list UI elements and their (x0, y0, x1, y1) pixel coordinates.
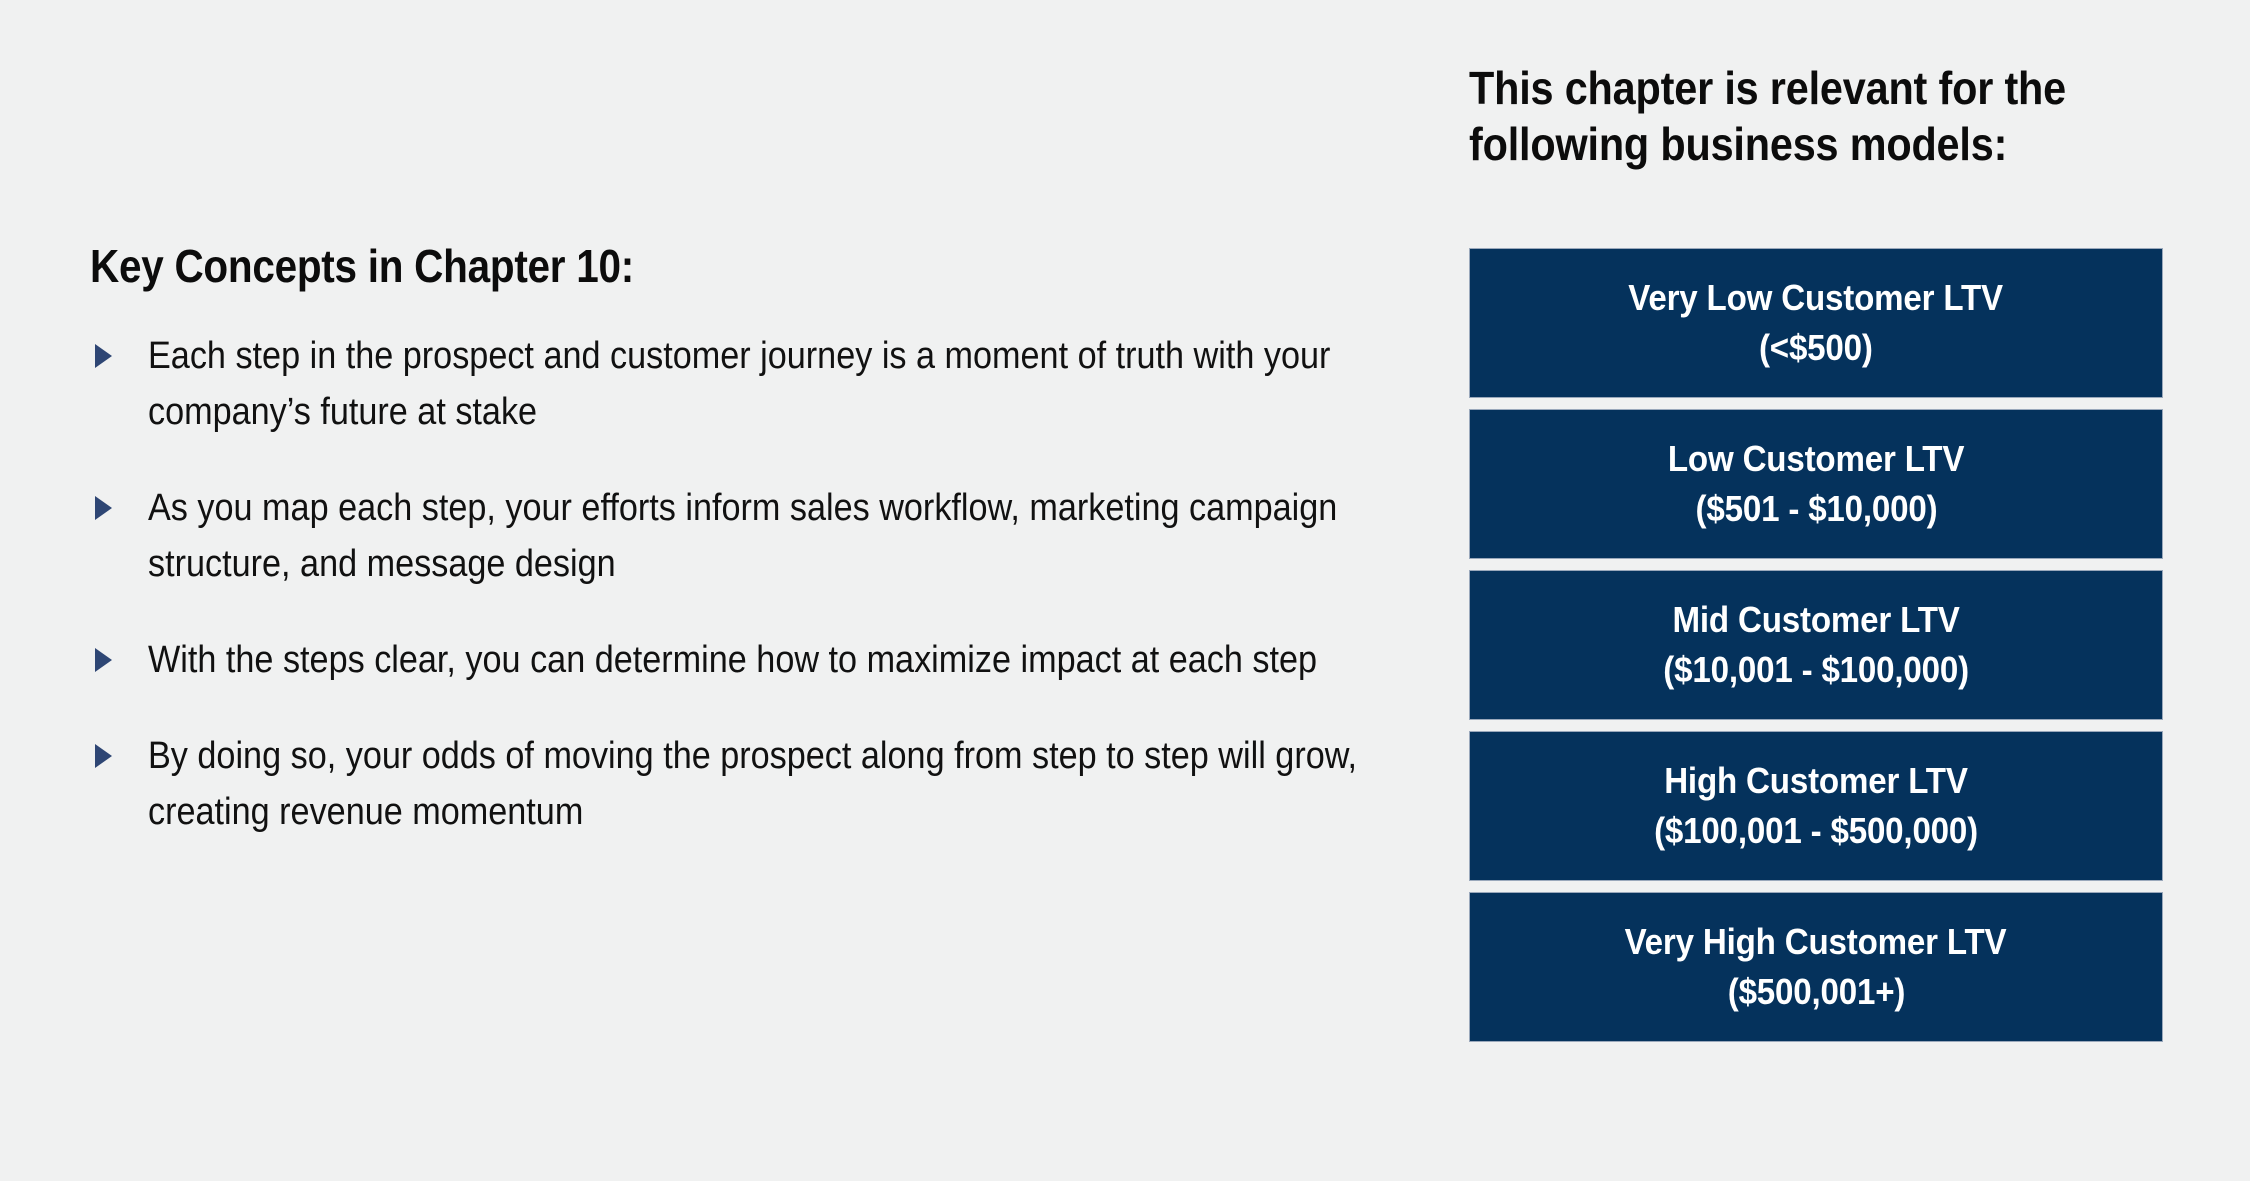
business-model-name: Mid Customer LTV (1672, 599, 1960, 640)
page-title: Key Concepts in Chapter 10: (90, 240, 634, 292)
business-model-range: ($500,001+) (1727, 971, 1905, 1012)
list-item: By doing so, your odds of moving the pro… (90, 728, 1410, 840)
list-item-label: With the steps clear, you can determine … (148, 639, 1318, 681)
business-model-name: Low Customer LTV (1667, 438, 1965, 479)
business-model-range: ($10,001 - $100,000) (1663, 649, 1969, 690)
triangle-bullet-icon (95, 344, 112, 368)
business-model-box-very-low-ltv: Very Low Customer LTV (<$500) (1469, 248, 2163, 398)
list-item-label: Each step in the prospect and customer j… (148, 335, 1331, 433)
business-model-name: Very High Customer LTV (1625, 921, 2007, 962)
list-item: With the steps clear, you can determine … (90, 632, 1410, 688)
list-item: As you map each step, your efforts infor… (90, 480, 1410, 592)
business-models-heading-line-2: following business models: (1469, 118, 2008, 170)
business-model-box-mid-ltv: Mid Customer LTV ($10,001 - $100,000) (1469, 570, 2163, 720)
business-model-box-low-ltv: Low Customer LTV ($501 - $10,000) (1469, 409, 2163, 559)
business-model-range: (<$500) (1759, 327, 1873, 368)
key-concepts-section: Key Concepts in Chapter 10: Each step in… (90, 240, 1410, 840)
triangle-bullet-icon (95, 496, 112, 520)
business-model-box-list: Very Low Customer LTV (<$500) Low Custom… (1469, 248, 2163, 1042)
key-concepts-list: Each step in the prospect and customer j… (90, 328, 1410, 840)
list-item: Each step in the prospect and customer j… (90, 328, 1410, 440)
business-models-section: This chapter is relevant for the followi… (1469, 60, 2163, 1042)
list-item-label: By doing so, your odds of moving the pro… (148, 735, 1358, 833)
business-model-box-high-ltv: High Customer LTV ($100,001 - $500,000) (1469, 731, 2163, 881)
triangle-bullet-icon (95, 744, 112, 768)
business-model-range: ($501 - $10,000) (1695, 488, 1937, 529)
business-model-range: ($100,001 - $500,000) (1654, 810, 1978, 851)
business-model-name: Very Low Customer LTV (1628, 277, 2004, 318)
triangle-bullet-icon (95, 648, 112, 672)
business-model-name: High Customer LTV (1664, 760, 1968, 801)
business-models-heading-line-1: This chapter is relevant for the (1469, 62, 2067, 114)
list-item-label: As you map each step, your efforts infor… (148, 487, 1338, 585)
business-models-heading: This chapter is relevant for the followi… (1469, 60, 2162, 172)
business-model-box-very-high-ltv: Very High Customer LTV ($500,001+) (1469, 892, 2163, 1042)
